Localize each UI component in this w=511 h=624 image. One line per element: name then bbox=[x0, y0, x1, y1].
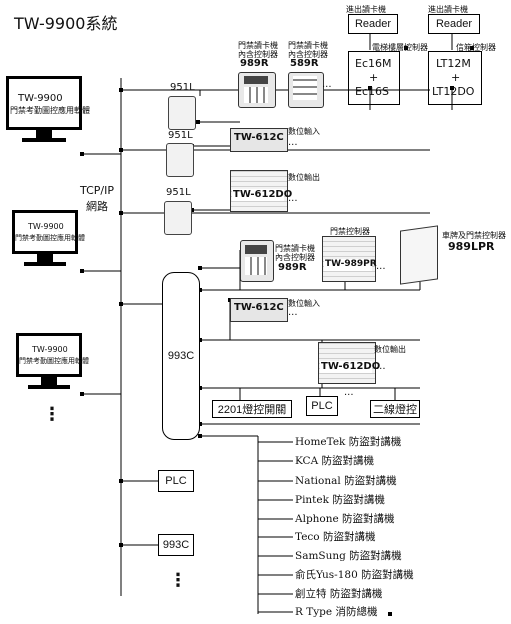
intercom-item: 俞氏Yus-180 防盜對講機 bbox=[295, 569, 414, 581]
lt-box2: LT12DO bbox=[432, 85, 475, 98]
reader-model: 989R bbox=[240, 58, 269, 69]
tw612do-mid-label-bg bbox=[320, 361, 372, 373]
network-label-line1: TCP/IP bbox=[80, 184, 114, 197]
monitor-title: TW-9900 bbox=[18, 93, 63, 104]
tw612c-mid-caption: 數位輸入 bbox=[288, 299, 320, 308]
lpr-camera-device bbox=[400, 225, 438, 285]
reader-more-dots: ··· bbox=[322, 82, 332, 93]
ec-reader-box: Reader bbox=[348, 14, 398, 34]
lpr-model: 989LPR bbox=[448, 240, 495, 253]
ec-plus: + bbox=[369, 71, 379, 84]
intercom-item: HomeTek 防盜對講機 bbox=[295, 436, 402, 448]
monitor-1: TW-9900 門禁考勤圖控應用軟體 bbox=[6, 76, 90, 148]
lpr-caption: 車牌及門禁控制器 bbox=[442, 231, 506, 240]
intercom-item: 創立特 防盜對講機 bbox=[295, 588, 383, 600]
intercom-item: KCA 防盜對講機 bbox=[295, 455, 375, 467]
lt-controller-box bbox=[428, 51, 482, 105]
monitor-subtitle: 門禁考勤圖控應用軟體 bbox=[10, 106, 90, 115]
box-plc-row: PLC bbox=[306, 396, 338, 416]
converter-951l-2 bbox=[166, 143, 194, 177]
converter-label: 951L bbox=[170, 82, 195, 93]
reader-989r-device bbox=[238, 72, 276, 108]
intercom-item: National 防盜對講機 bbox=[295, 475, 397, 487]
tw612do-top-label: TW-612DO bbox=[233, 189, 293, 200]
tw612c-mid-label: TW-612C bbox=[234, 302, 284, 313]
reader-caption: 門禁讀卡機 bbox=[288, 41, 328, 50]
lt-reader-box: Reader bbox=[428, 14, 480, 34]
reader-989r-mid-device bbox=[240, 240, 274, 282]
monitor-more-ellipsis: ⋮ bbox=[43, 404, 61, 425]
tw612do-mid-caption: 數位輸出 bbox=[374, 345, 406, 354]
hub-993c-2: 993C bbox=[158, 534, 194, 556]
converter-label: 951L bbox=[166, 187, 191, 198]
lt-box1: LT12M bbox=[436, 57, 471, 70]
converter-951l-3 bbox=[164, 201, 192, 235]
mid-reader-caption: 內含控制器 bbox=[275, 253, 315, 262]
bottom-row-dots: ··· bbox=[344, 390, 354, 401]
lt-caption: 進出讀卡機 bbox=[428, 5, 468, 14]
ec-caption: 進出讀卡機 bbox=[346, 5, 386, 14]
monitor-2: TW-9900 門禁考勤圖控應用軟體 bbox=[12, 210, 85, 272]
box-2201-switch: 2201燈控開關 bbox=[212, 400, 292, 418]
reader-caption: 門禁讀卡機 bbox=[238, 41, 278, 50]
lower-more-ellipsis: ⋮ bbox=[169, 570, 187, 591]
tw612do-mid-label: TW-612DO bbox=[321, 361, 381, 372]
converter-951l-1 bbox=[168, 96, 196, 130]
lt-link-label: 信箱控制器 bbox=[456, 43, 496, 52]
lt-plus: + bbox=[451, 71, 461, 84]
tw612do-mid-dots: ··· bbox=[376, 364, 386, 375]
tw989pr-dots: ··· bbox=[376, 264, 386, 275]
box-two-wire-light: 二線燈控 bbox=[370, 400, 420, 418]
converter-label: 951L bbox=[168, 130, 193, 141]
intercom-item: Pintek 防盜對講機 bbox=[295, 494, 385, 506]
page-title: TW-9900系統 bbox=[14, 14, 118, 33]
reader-model: 589R bbox=[290, 58, 319, 69]
tw612do-top-caption: 數位輸出 bbox=[288, 173, 320, 182]
tw612c-top-device bbox=[230, 128, 288, 152]
monitor-title: TW-9900 bbox=[28, 222, 64, 231]
tw989pr-label: TW-989PR bbox=[325, 259, 377, 269]
intercom-item: R Type 消防總機 bbox=[295, 606, 378, 618]
intercom-item: Alphone 防盜對講機 bbox=[295, 513, 395, 525]
ec-controller-box bbox=[348, 51, 400, 105]
tw989pr-label-bg bbox=[324, 259, 372, 271]
reader-589r-device bbox=[288, 72, 324, 108]
reader-caption: 內含控制器 bbox=[288, 50, 328, 59]
tw612c-mid-device bbox=[230, 298, 288, 322]
ec-link-label: 電梯樓層控制器 bbox=[372, 43, 428, 52]
reader-caption: 內含控制器 bbox=[238, 50, 278, 59]
tw612do-top-dots: ··· bbox=[288, 196, 298, 207]
ec-box1: Ec16M bbox=[355, 57, 392, 70]
intercom-item: SamSung 防盜對講機 bbox=[295, 550, 402, 562]
network-label-line2: 網路 bbox=[86, 200, 108, 213]
mid-reader-caption: 門禁讀卡機 bbox=[275, 244, 315, 253]
tw612c-mid-dots: ··· bbox=[288, 310, 298, 321]
intercom-item: Teco 防盜對講機 bbox=[295, 531, 376, 543]
tw989pr-caption: 門禁控制器 bbox=[330, 227, 370, 236]
monitor-subtitle: 門禁考勤圖控應用軟體 bbox=[15, 234, 85, 242]
tw612c-top-dots: ··· bbox=[288, 140, 298, 151]
monitor-subtitle: 門禁考勤圖控應用軟體 bbox=[19, 357, 89, 365]
monitor-3: TW-9900 門禁考勤圖控應用軟體 bbox=[16, 333, 89, 395]
tw612c-top-label: TW-612C bbox=[234, 132, 284, 143]
monitor-title: TW-9900 bbox=[32, 345, 68, 354]
mid-reader-model: 989R bbox=[278, 262, 307, 273]
ec-box2: Ec16S bbox=[355, 85, 389, 98]
tw612c-top-caption: 數位輸入 bbox=[288, 127, 320, 136]
plc-box: PLC bbox=[158, 470, 194, 492]
hub-993c: 993C bbox=[162, 272, 200, 440]
tw612do-top-label-bg bbox=[232, 189, 284, 201]
